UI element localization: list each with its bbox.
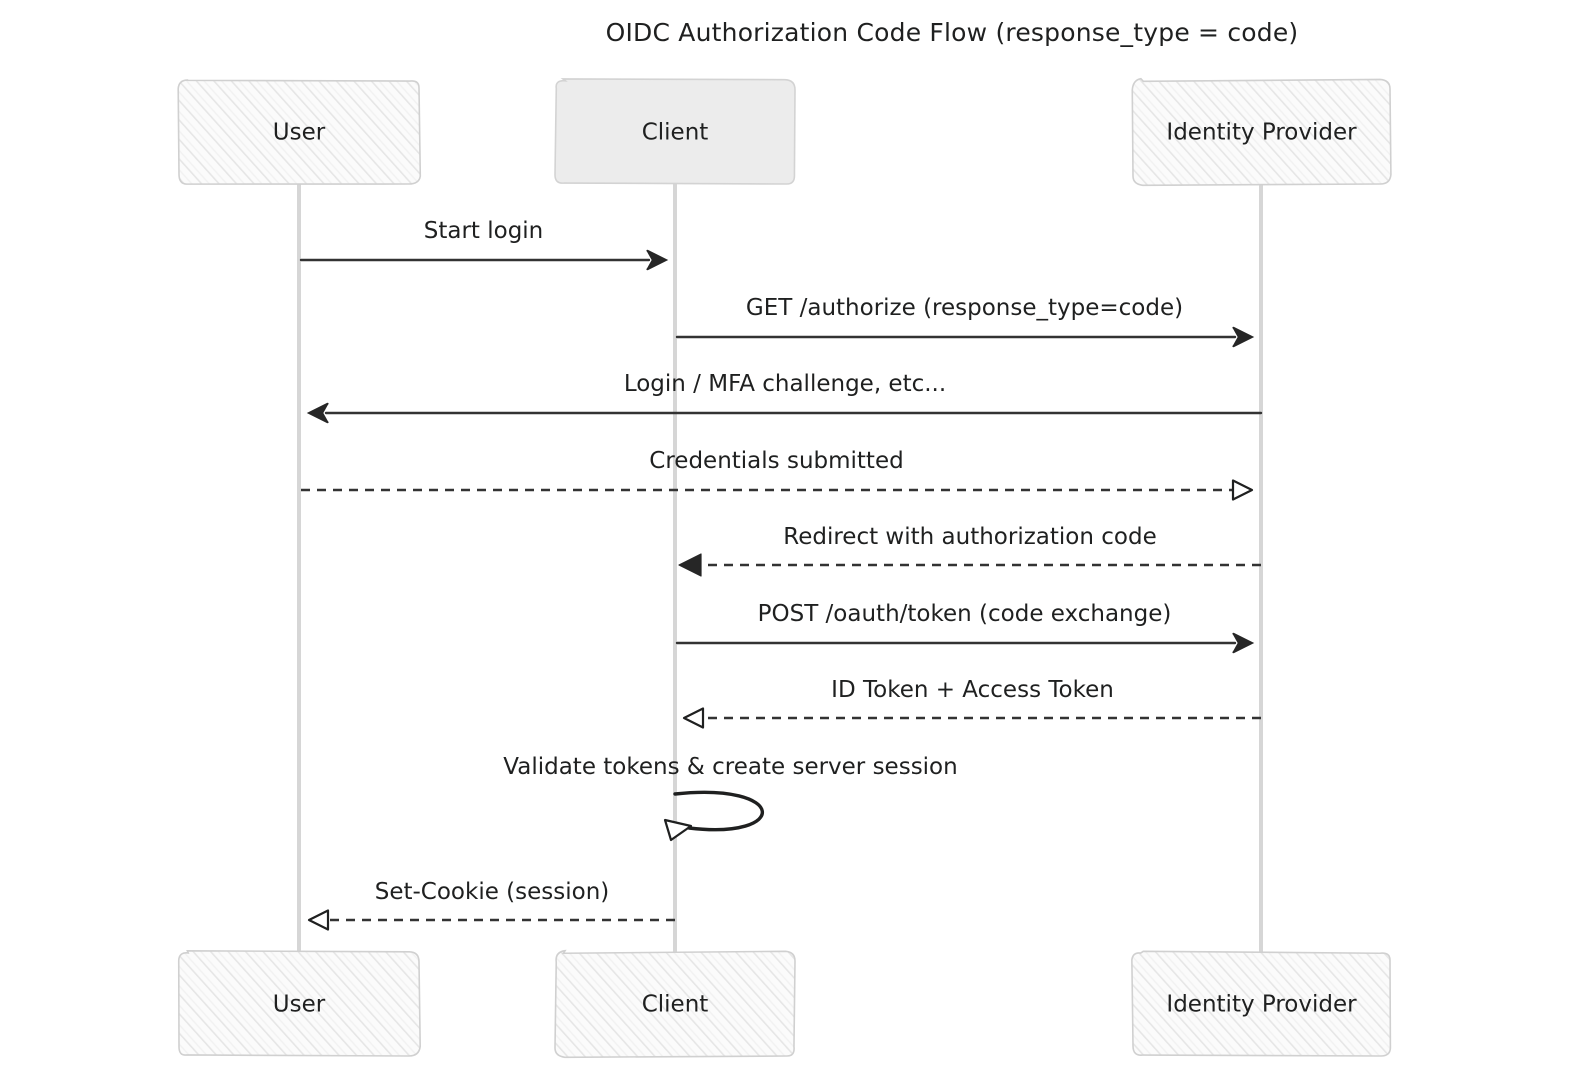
actor-label: Identity Provider: [1166, 992, 1357, 1018]
arrowhead-filled-stroke: [1232, 326, 1255, 348]
actor-box-bottom: [177, 950, 421, 1057]
page-title: OIDC Authorization Code Flow (response_t…: [606, 18, 1299, 47]
actor-box-top: [177, 79, 422, 185]
message-1: Start login: [299, 218, 669, 271]
message-4: Credentials submitted: [301, 448, 1254, 501]
arrowhead-filled-stroke: [646, 249, 669, 271]
arrowhead-open: [682, 707, 705, 729]
arrowhead-filled-stroke: [1232, 632, 1255, 654]
actor-box-bottom: [1131, 950, 1392, 1057]
message-5: Redirect with authorization code: [678, 524, 1261, 577]
actor-label: User: [273, 992, 326, 1018]
actor-boxes-bottom-group: User Client Identity Provider: [177, 949, 1392, 1059]
message-6: POST /oauth/token (code exchange): [675, 601, 1255, 654]
message-label: Login / MFA challenge, etc...: [624, 371, 946, 397]
actor-label: Identity Provider: [1166, 120, 1357, 146]
message-2: GET /authorize (response_type=code): [675, 295, 1255, 348]
message-label: Set-Cookie (session): [375, 879, 610, 905]
arrowhead-open: [1231, 479, 1254, 501]
actor-label: Client: [642, 120, 709, 146]
arrowhead-filled-stroke: [306, 402, 329, 424]
message-label: Validate tokens & create server session: [503, 754, 957, 780]
message-9: Set-Cookie (session): [307, 879, 675, 931]
actor-box-top: [554, 78, 796, 185]
message-label: GET /authorize (response_type=code): [746, 295, 1183, 321]
message-label: ID Token + Access Token: [831, 677, 1114, 703]
actor-boxes-top-group: User Client Identity Provider: [177, 77, 1392, 187]
arrowhead-solid-triangle: [678, 553, 702, 577]
message-3: Login / MFA challenge, etc...: [306, 371, 1263, 424]
self-loop-path: [673, 790, 765, 832]
message-label: POST /oauth/token (code exchange): [758, 601, 1172, 627]
arrowhead-open: [307, 909, 330, 931]
actor-box-bottom: [554, 949, 796, 1059]
actor-label: User: [273, 120, 326, 146]
message-label: Credentials submitted: [649, 448, 903, 474]
diagram-title-group: OIDC Authorization Code Flow (response_t…: [606, 18, 1299, 47]
message-7: ID Token + Access Token: [682, 677, 1261, 729]
message-label: Start login: [424, 218, 544, 244]
message-8: Validate tokens & create server session: [503, 754, 958, 842]
actor-box-top: [1131, 77, 1392, 187]
message-label: Redirect with authorization code: [783, 524, 1156, 550]
actor-label: Client: [642, 992, 709, 1018]
arrowhead-open-self: [663, 818, 693, 842]
